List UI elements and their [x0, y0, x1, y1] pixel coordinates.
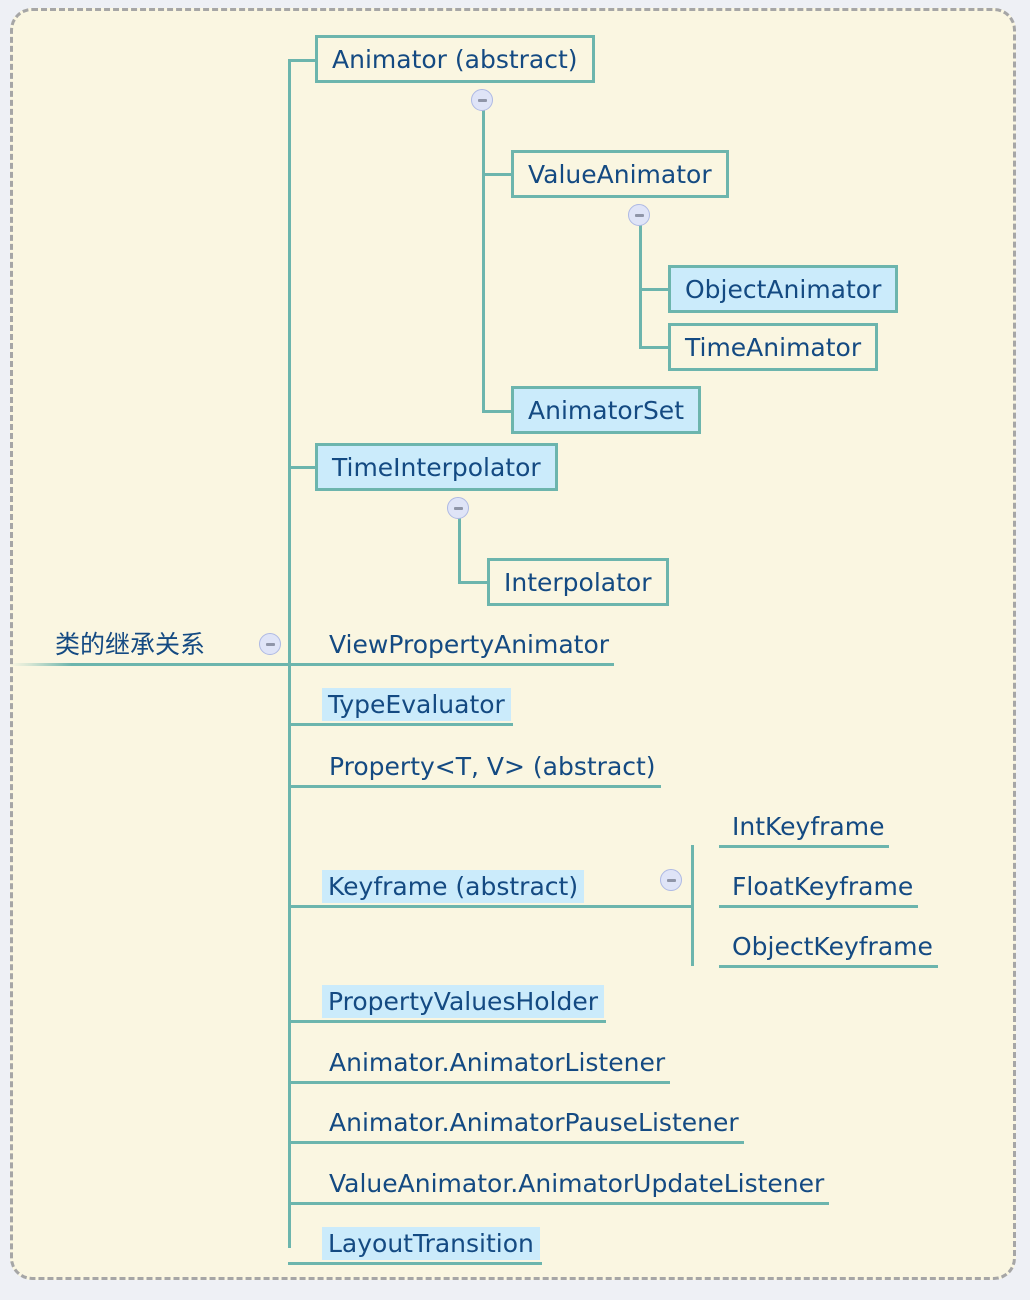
node-label: Animator (abstract) [332, 44, 578, 74]
stub-animator-listener [288, 1081, 316, 1084]
node-animator-set[interactable]: AnimatorSet [511, 386, 701, 434]
trunk-animator-children [482, 100, 485, 413]
collapse-toggle-time-interpolator[interactable] [447, 497, 469, 519]
trunk-keyframe-children [691, 845, 694, 966]
node-label: LayoutTransition [322, 1227, 540, 1260]
node-object-keyframe[interactable]: ObjectKeyframe [719, 928, 938, 968]
stub-animator-set [482, 410, 512, 413]
node-label: Animator.AnimatorPauseListener [329, 1108, 739, 1137]
node-label: Keyframe (abstract) [322, 870, 585, 903]
node-label: ViewPropertyAnimator [329, 630, 610, 659]
collapse-toggle-animator[interactable] [471, 89, 493, 111]
node-interpolator[interactable]: Interpolator [487, 558, 669, 606]
node-label: TimeAnimator [685, 332, 862, 362]
root-underline [10, 663, 290, 666]
root-node[interactable]: 类的继承关系 [52, 626, 208, 663]
root-label: 类的继承关系 [55, 630, 206, 659]
trunk-time-interpolator-children [458, 508, 461, 584]
node-animator-listener[interactable]: Animator.AnimatorListener [316, 1044, 671, 1084]
node-time-animator[interactable]: TimeAnimator [668, 323, 879, 371]
trunk-main [288, 60, 291, 1248]
node-label: ValueAnimator [528, 159, 712, 189]
stub-time-interpolator [288, 466, 316, 469]
minus-icon [634, 213, 644, 217]
node-label: IntKeyframe [732, 812, 885, 841]
node-property-values-holder[interactable]: PropertyValuesHolder [316, 983, 607, 1023]
node-int-keyframe[interactable]: IntKeyframe [719, 808, 890, 848]
stub-time-animator [639, 346, 669, 349]
node-time-interpolator[interactable]: TimeInterpolator [315, 443, 558, 491]
stub-interpolator [458, 581, 488, 584]
node-layout-transition[interactable]: LayoutTransition [316, 1225, 542, 1265]
node-label: ObjectAnimator [685, 274, 882, 304]
node-label: Animator.AnimatorListener [329, 1048, 666, 1077]
node-label: TimeInterpolator [332, 452, 541, 482]
stub-animator [288, 59, 316, 62]
stub-animator-update-listener [288, 1202, 316, 1205]
node-animator[interactable]: Animator (abstract) [315, 35, 595, 83]
node-label: ObjectKeyframe [732, 932, 933, 961]
stub-layout-transition [288, 1262, 316, 1265]
minus-icon [453, 506, 463, 510]
minus-icon [477, 98, 487, 102]
collapse-toggle-value-animator[interactable] [628, 204, 650, 226]
node-label: PropertyValuesHolder [322, 985, 605, 1018]
mindmap-sheet [10, 8, 1016, 1280]
stub-property-values-holder [288, 1020, 316, 1023]
minus-icon [265, 642, 275, 646]
node-label: AnimatorSet [528, 395, 684, 425]
trunk-value-animator-children [639, 215, 642, 349]
node-animator-pause-listener[interactable]: Animator.AnimatorPauseListener [316, 1104, 744, 1144]
minus-icon [666, 878, 676, 882]
node-animator-update-listener[interactable]: ValueAnimator.AnimatorUpdateListener [316, 1165, 830, 1205]
node-label: Interpolator [504, 567, 652, 597]
stub-property [288, 785, 316, 788]
collapse-toggle-root[interactable] [259, 633, 281, 655]
stub-keyframe [288, 905, 316, 908]
node-view-property-animator[interactable]: ViewPropertyAnimator [316, 626, 615, 666]
node-keyframe[interactable]: Keyframe (abstract) [316, 868, 691, 908]
node-value-animator[interactable]: ValueAnimator [511, 150, 729, 198]
stub-animator-pause-listener [288, 1141, 316, 1144]
node-label: ValueAnimator.AnimatorUpdateListener [329, 1169, 825, 1198]
node-object-animator[interactable]: ObjectAnimator [668, 265, 899, 313]
stub-view-property-animator [288, 663, 316, 666]
stub-object-animator [639, 288, 669, 291]
node-label: TypeEvaluator [322, 688, 511, 721]
stub-type-evaluator [288, 723, 316, 726]
node-property[interactable]: Property<T, V> (abstract) [316, 748, 661, 788]
stub-value-animator [482, 173, 512, 176]
node-label: Property<T, V> (abstract) [329, 752, 656, 781]
node-float-keyframe[interactable]: FloatKeyframe [719, 868, 919, 908]
node-type-evaluator[interactable]: TypeEvaluator [316, 686, 513, 726]
collapse-toggle-keyframe[interactable] [660, 869, 682, 891]
node-label: FloatKeyframe [732, 872, 914, 901]
